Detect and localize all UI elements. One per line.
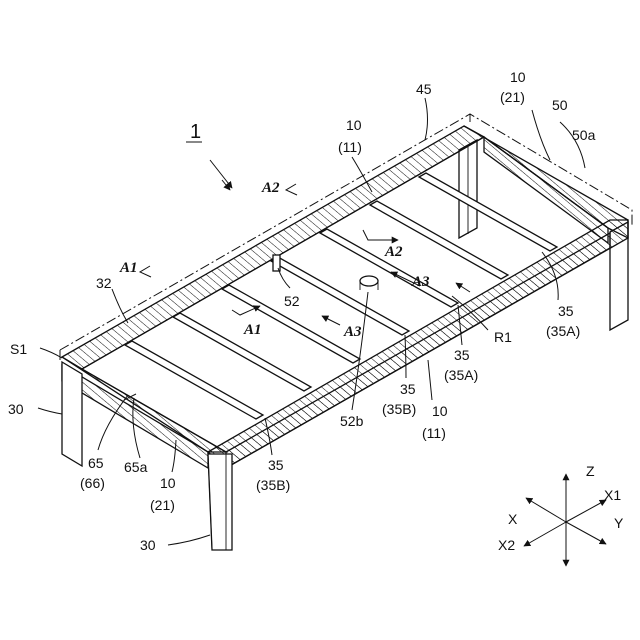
label-35B-center: (35B) — [382, 401, 416, 417]
label-30-left: 30 — [8, 401, 24, 417]
axis-label-x: X — [508, 511, 518, 527]
front-right-leg — [208, 454, 232, 550]
label-21-front: (21) — [150, 497, 175, 513]
label-11-upper: (11) — [338, 139, 362, 155]
front-left-leg — [62, 362, 82, 466]
label-32: 32 — [96, 275, 112, 291]
axis-x1 — [566, 500, 606, 522]
back-center-leg — [459, 140, 477, 238]
label-11-center: (11) — [422, 425, 446, 441]
label-35A-right: (35A) — [546, 323, 580, 339]
label-50a: 50a — [572, 127, 596, 143]
coordinate-axes: Z X1 X Y X2 — [498, 463, 624, 566]
label-45: 45 — [416, 81, 432, 97]
labels: 45 10 (21) 50 50a 10 (11) A2 A1 32 A2 A3… — [8, 69, 596, 553]
label-50: 50 — [552, 97, 568, 113]
axis-x2 — [524, 522, 566, 546]
label-52: 52 — [284, 293, 300, 309]
label-10-top: 10 — [510, 69, 526, 85]
label-10-center: 10 — [432, 403, 448, 419]
label-30-front: 30 — [140, 537, 156, 553]
label-A2-outer: A2 — [261, 180, 280, 196]
label-A2-inner: A2 — [384, 244, 403, 260]
label-A1-inner: A1 — [243, 322, 262, 338]
label-35-center: 35 — [400, 381, 416, 397]
axis-label-y: Y — [614, 515, 624, 531]
label-35B-front: (35B) — [256, 477, 290, 493]
label-65: 65 — [88, 455, 104, 471]
axis-y-pos — [566, 522, 606, 544]
main-ref: 1 — [186, 121, 232, 188]
label-S1: S1 — [10, 341, 27, 357]
label-10-front: 10 — [160, 475, 176, 491]
axis-y-neg — [526, 498, 566, 522]
label-66: (66) — [80, 475, 105, 491]
label-35-front: 35 — [268, 457, 284, 473]
label-A3-lower: A3 — [343, 324, 362, 340]
label-10-upper: 10 — [346, 117, 362, 133]
label-R1: R1 — [494, 329, 512, 345]
axis-label-z: Z — [586, 463, 595, 479]
label-65a: 65a — [124, 459, 148, 475]
axis-label-x1: X1 — [604, 487, 621, 503]
axis-label-x2: X2 — [498, 537, 515, 553]
ref-main-label: 1 — [190, 121, 201, 143]
label-35-mid: 35 — [454, 347, 470, 363]
label-21-top: (21) — [500, 89, 525, 105]
label-A3-inner: A3 — [411, 274, 430, 290]
label-52b: 52b — [340, 413, 364, 429]
label-A1-outer: A1 — [119, 260, 138, 276]
label-35A-mid: (35A) — [444, 367, 478, 383]
label-35-right: 35 — [558, 303, 574, 319]
